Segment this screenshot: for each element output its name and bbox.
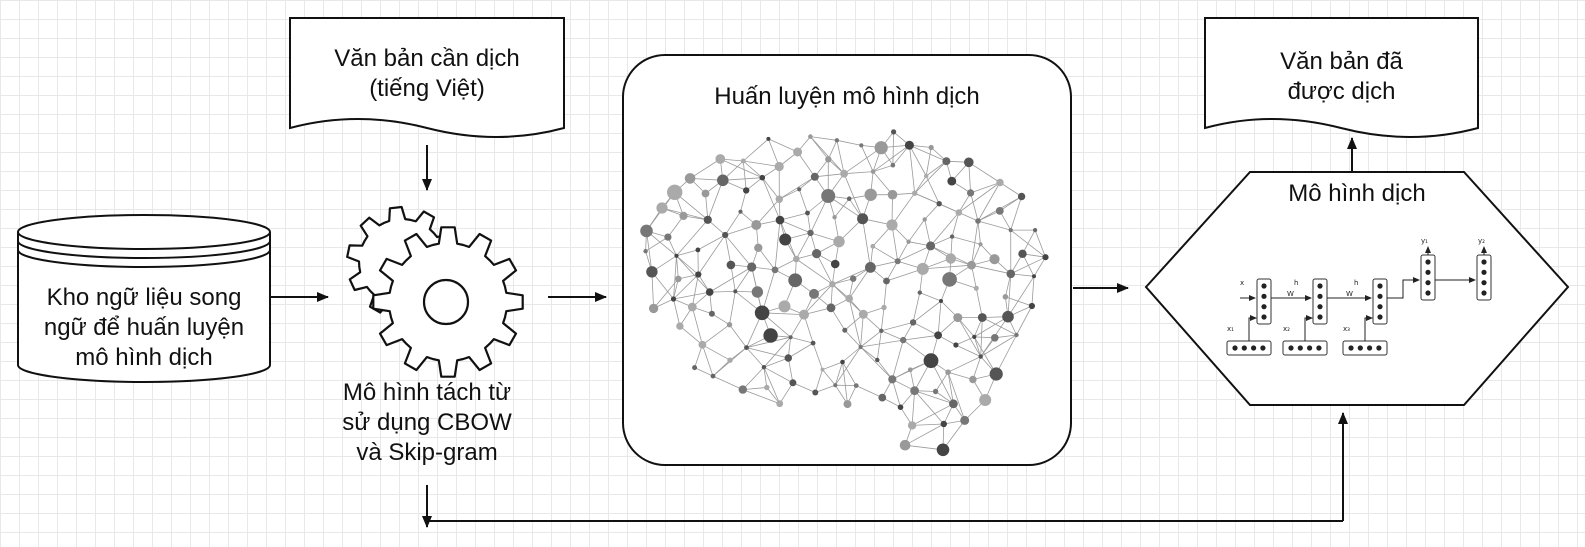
svg-text:y₁: y₁	[1421, 237, 1428, 245]
gear-icon	[346, 205, 524, 378]
translated-text-label: Văn bản đã được dịch	[1280, 48, 1403, 105]
svg-text:y₂: y₂	[1478, 237, 1485, 245]
svg-text:x₃: x₃	[1343, 325, 1350, 333]
translated-text-document	[1204, 17, 1479, 138]
svg-text:h: h	[1354, 279, 1358, 287]
svg-text:W: W	[1346, 290, 1353, 298]
svg-text:x: x	[1240, 279, 1244, 287]
corpus-database	[17, 214, 271, 383]
svg-text:x₂: x₂	[1283, 325, 1290, 333]
svg-text:W: W	[1287, 290, 1294, 298]
training-box	[622, 54, 1072, 466]
source-text-label: Văn bản cần dịch (tiếng Việt)	[334, 45, 520, 102]
source-text-document	[289, 17, 565, 138]
corpus-label: Kho ngữ liệu song ngữ để huấn luyện mô h…	[43, 284, 245, 371]
rnn-encoder-decoder-diagram: x₁ x₂ x₃ W Wx h h y₁ y₂	[1226, 237, 1492, 356]
svg-text:h: h	[1294, 279, 1298, 287]
neural-network-brain-image	[640, 129, 1049, 457]
svg-text:x₁: x₁	[1227, 325, 1234, 333]
flow-arrows	[270, 137, 1357, 528]
translation-model-title: Mô hình dịch	[1288, 180, 1426, 207]
tokenizer-label: Mô hình tách từ sử dụng CBOW và Skip-gra…	[342, 379, 512, 466]
training-title: Huấn luyện mô hình dịch	[714, 83, 980, 110]
